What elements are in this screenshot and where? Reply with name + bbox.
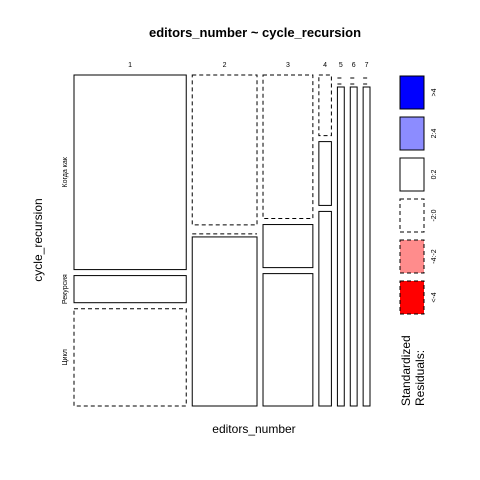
legend-swatch	[399, 157, 425, 192]
mosaic-cell	[73, 275, 187, 304]
y-tick-label: Когда как	[62, 156, 69, 187]
mosaic-cell	[336, 86, 345, 407]
mosaic-cell	[262, 273, 314, 407]
x-tick-label: 6	[352, 62, 356, 69]
y-axis-label: cycle_recursion	[31, 198, 45, 281]
x-tick-label: 1	[128, 62, 132, 69]
y-tick-label: Рекурсия	[62, 274, 69, 304]
x-tick-label: 7	[365, 62, 369, 69]
x-tick-label: 3	[286, 62, 290, 69]
chart-title: editors_number ~ cycle_recursion	[149, 25, 361, 40]
legend-label: -2:0	[431, 209, 438, 221]
x-tick-label: 4	[323, 62, 327, 69]
legend-swatch	[399, 198, 425, 233]
legend-label: 2:4	[431, 129, 438, 139]
mosaic-cell	[318, 74, 332, 137]
x-tick-labels: 1 2 3 4 5 6 7	[128, 62, 368, 69]
mosaic-cell	[191, 236, 258, 407]
legend-swatch	[399, 116, 425, 151]
x-tick-label: 5	[339, 62, 343, 69]
legend-label: -4:-2	[431, 249, 438, 264]
mosaic-cell	[262, 224, 314, 269]
mosaic-cell	[191, 74, 258, 226]
mosaic-cell	[318, 141, 332, 206]
mosaic-cell	[262, 74, 314, 220]
x-axis-label: editors_number	[212, 422, 295, 436]
y-tick-label: Цикл	[62, 349, 69, 365]
legend-swatch	[399, 280, 425, 315]
legend-label: <-4	[431, 292, 438, 302]
legend-swatch	[399, 75, 425, 110]
legend-label: 0:2	[431, 170, 438, 180]
x-tick-label: 2	[223, 62, 227, 69]
mosaic-cells	[73, 74, 371, 407]
mosaic-cell	[73, 74, 187, 271]
mosaic-cell	[318, 210, 332, 407]
mosaic-cell	[73, 308, 187, 407]
mosaic-cell	[349, 86, 358, 407]
legend-title: Standardized	[399, 335, 413, 406]
legend-label: >4	[431, 88, 438, 96]
legend-swatch	[399, 239, 425, 274]
legend-title: Residuals:	[413, 350, 427, 406]
mosaic-cell	[362, 86, 371, 407]
